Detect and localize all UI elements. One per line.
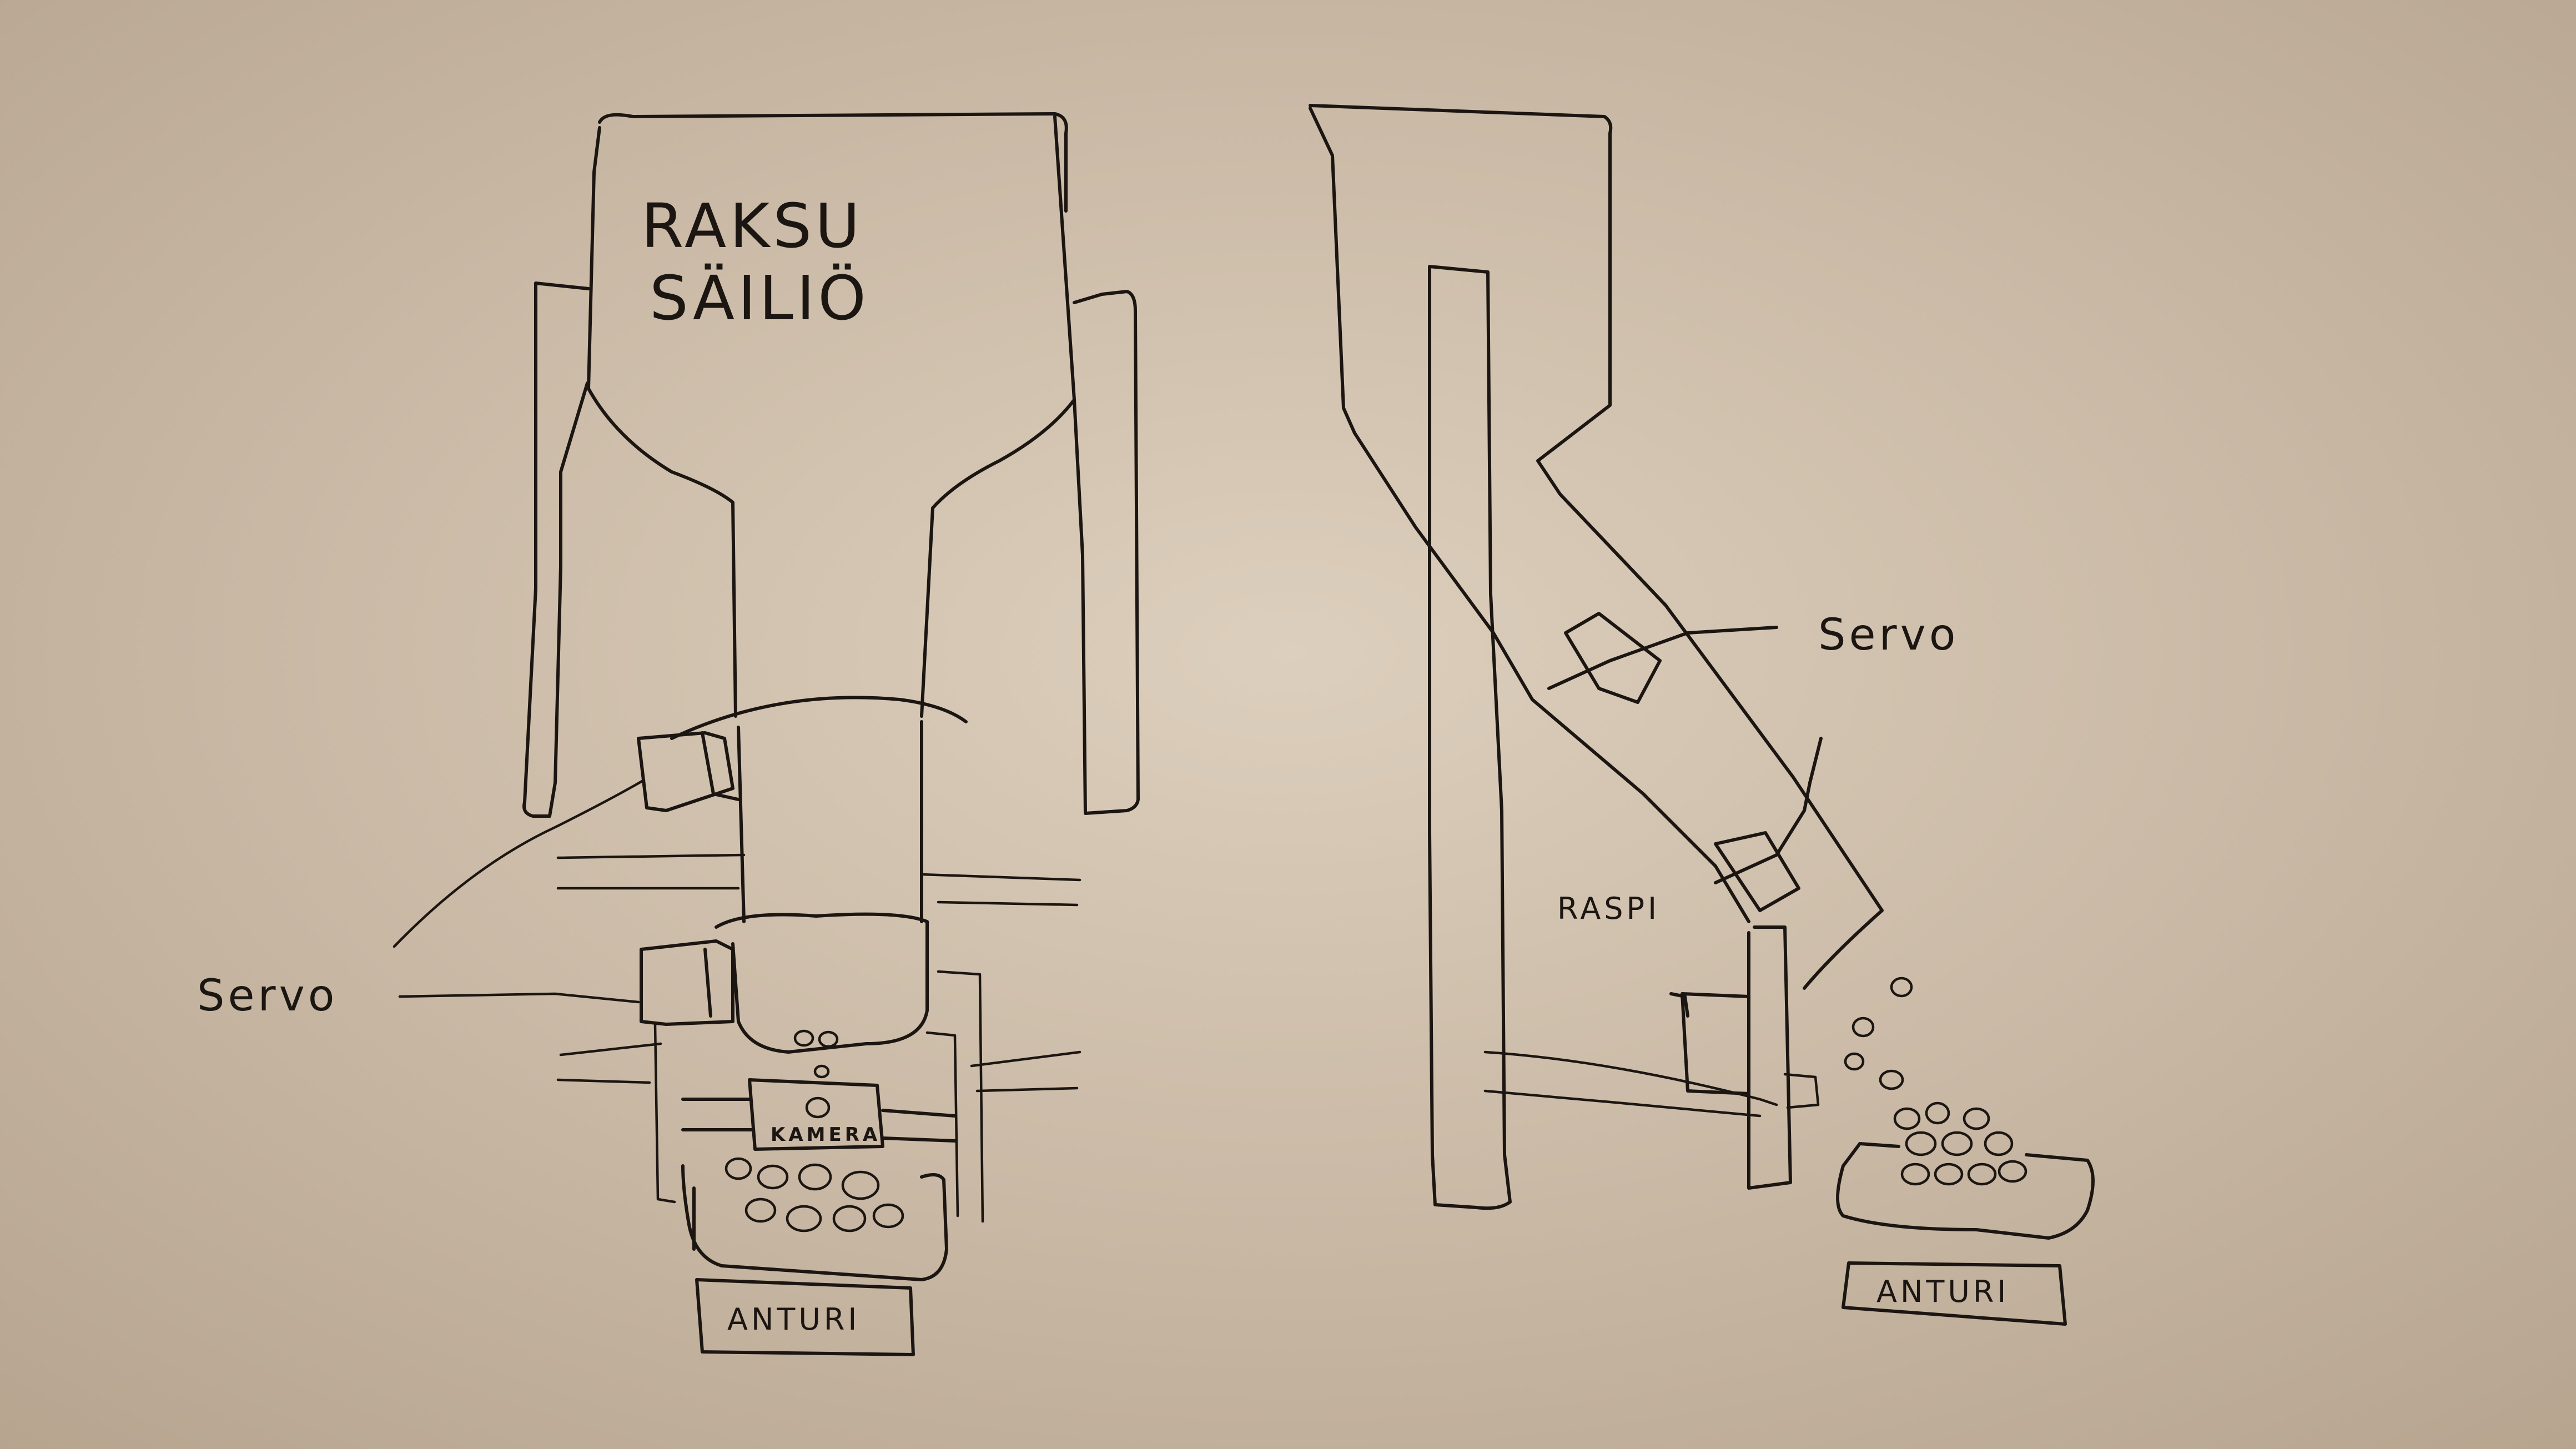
side-servo-label: Servo [1818,610,1959,660]
camera-label: KAMERA [771,1124,881,1146]
front-servo-label: Servo [197,971,338,1021]
raspi-label: RASPI [1557,891,1660,926]
side-anturi-label: ANTURI [1876,1274,2009,1309]
tank-label-line2: SÄILIÖ [650,263,869,334]
front-anturi-label: ANTURI [727,1302,860,1337]
tank-label-line1: RAKSU [641,190,863,261]
